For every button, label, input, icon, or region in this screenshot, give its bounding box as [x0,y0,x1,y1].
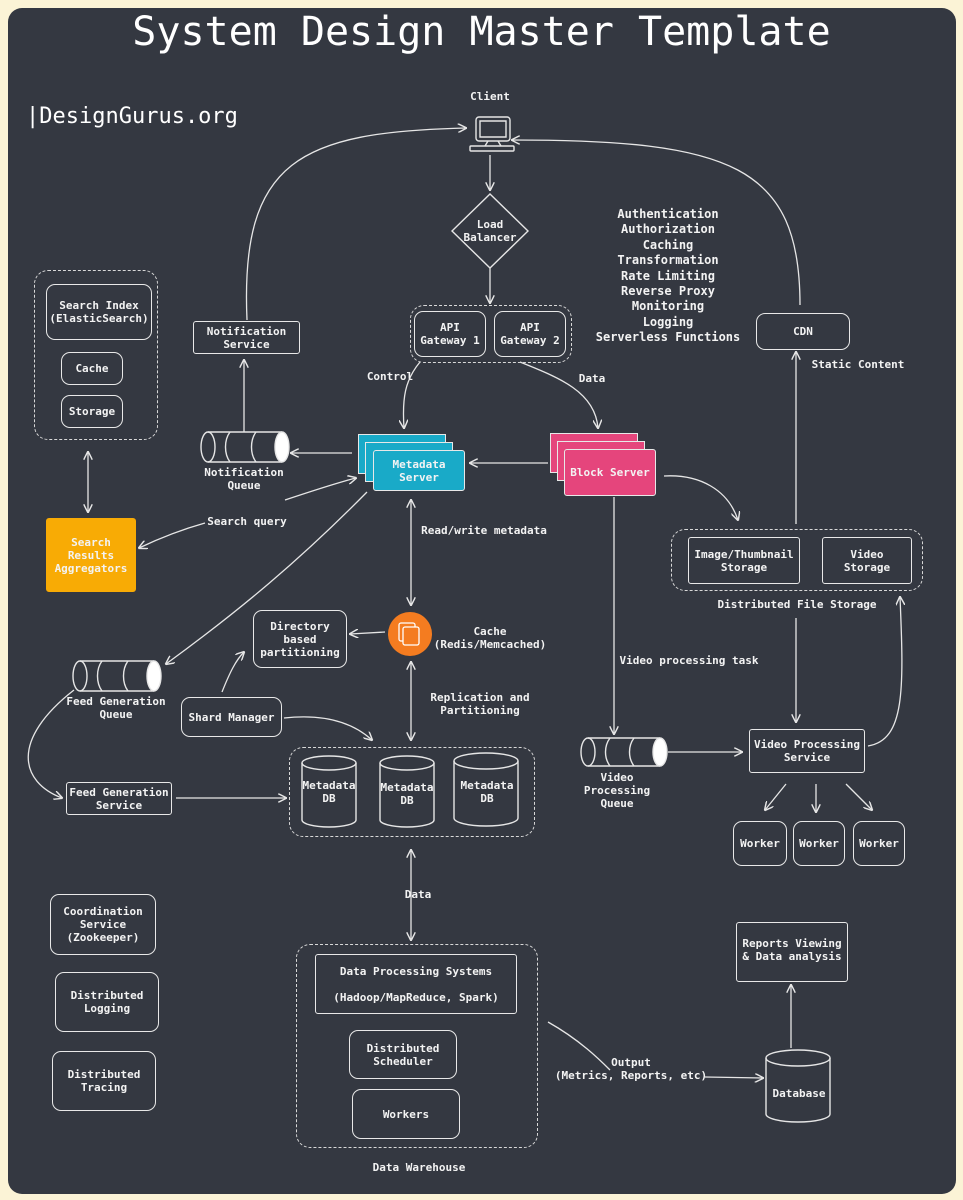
shard-manager-box[interactable]: Shard Manager [181,697,282,737]
gateway-feature-item: Authorization [621,222,715,237]
edge-label-output: Output (Metrics, Reports, etc) [554,1056,708,1082]
metadata-db-2-label: Metadata DB [380,781,434,807]
database-label: Database [772,1087,826,1100]
edge-label-data-down: Data [404,888,432,901]
gateway-feature-item: Caching [642,237,694,252]
gateway-feature-item: Rate Limiting [621,268,715,283]
search-cache-box[interactable]: Cache [61,352,123,385]
api-gateway-group [410,305,572,363]
edge-label-search-query: Search query [207,515,287,528]
client-label: Client [470,90,510,103]
metadata-server-box[interactable]: Metadata Server [373,450,465,491]
directory-partitioning-box[interactable]: Directory based partitioning [253,610,347,668]
video-storage[interactable]: Video Storage [822,537,912,584]
gateway-feature-item: Monitoring [631,299,705,314]
notification-service-box[interactable]: Notification Service [193,321,300,354]
cdn-box[interactable]: CDN [756,313,850,350]
static-content-label: Static Content [811,358,905,371]
distributed-scheduler-box[interactable]: Distributed Scheduler [349,1030,457,1079]
coordination-service-box[interactable]: Coordination Service (Zookeeper) [50,894,156,955]
data-processing-systems-box[interactable]: Data Processing Systems (Hadoop/MapReduc… [315,954,517,1014]
brand-logo-text: |DesignGurus.org [26,104,238,129]
api-gateway-1[interactable]: API Gateway 1 [414,311,486,357]
distributed-file-storage-group [671,529,923,591]
gateway-feature-item: Logging [642,314,694,329]
video-processing-service-box[interactable]: Video Processing Service [749,729,865,773]
metadata-db-1-label: Metadata DB [302,779,356,805]
page-title: System Design Master Template [132,9,831,55]
video-queue-label: Video Processing Queue [583,771,651,810]
edge-label-data: Data [578,372,606,385]
distributed-logging-box[interactable]: Distributed Logging [55,972,159,1032]
data-warehouse-group [296,944,538,1148]
feed-generation-service-box[interactable]: Feed Generation Service [66,782,172,815]
warehouse-workers-box[interactable]: Workers [352,1089,460,1139]
gateway-feature-item: Transformation [617,253,719,268]
edge-label-control: Control [366,370,414,383]
edge-label-rw-metadata: Read/write metadata [421,524,547,537]
search-index-box[interactable]: Search Index (ElasticSearch) [46,284,152,340]
data-warehouse-label: Data Warehouse [372,1161,466,1174]
worker-1[interactable]: Worker [733,821,787,866]
edge-label-video-task: Video processing task [619,654,759,667]
gateway-feature-item: Reverse Proxy [621,284,715,298]
feed-queue-label: Feed Generation Queue [66,695,166,721]
block-server-box[interactable]: Block Server [564,449,656,496]
api-gateway-2[interactable]: API Gateway 2 [494,311,566,357]
distributed-tracing-box[interactable]: Distributed Tracing [52,1051,156,1111]
worker-3[interactable]: Worker [853,821,905,866]
reports-viewing-box[interactable]: Reports Viewing & Data analysis [736,922,848,982]
load-balancer-label: Load Balancer [463,218,517,244]
edge-label-replication: Replication and Partitioning [430,691,530,717]
search-storage-box[interactable]: Storage [61,395,123,428]
worker-2[interactable]: Worker [793,821,845,866]
gateway-feature-item: Serverless Functions [595,330,741,345]
metadata-db-group [289,747,535,837]
image-thumbnail-storage[interactable]: Image/Thumbnail Storage [688,537,800,584]
metadata-db-3-label: Metadata DB [460,779,514,805]
gateway-feature-item: Authentication [617,207,719,221]
distributed-file-storage-label: Distributed File Storage [717,598,877,611]
cache-redis-label: Cache (Redis/Memcached) [433,625,547,651]
notification-queue-label: Notification Queue [204,466,284,492]
search-results-aggregators[interactable]: Search Results Aggregators [46,518,136,592]
search-group [34,270,158,440]
